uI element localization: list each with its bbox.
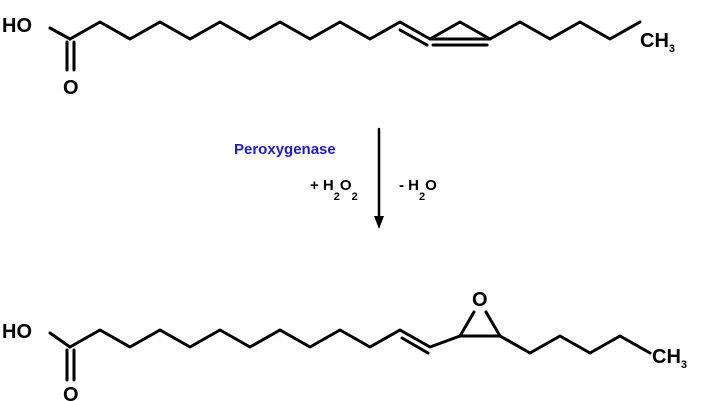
added-reagent-label: + H2O2 [310,177,358,203]
product-chain-b [498,334,652,355]
substrate-chain [68,20,642,41]
product-trans-double-bond [400,336,430,355]
reaction-arrow-head [374,216,384,229]
product-hydroxyl-label: HO [2,321,32,343]
substrate-trans-double-bond [398,28,429,47]
product-methyl-label: CH3 [652,346,687,371]
substrate-methyl-label: CH3 [640,30,675,55]
product-oh-bond [48,331,72,349]
substrate-hydroxyl-label: HO [2,15,32,37]
substrate-carbonyl-oxygen-label: O [63,77,79,99]
epoxide-co-bond-right [484,310,502,338]
reaction-arrow-group: Peroxygenase + H2O2 - H2O [234,127,437,229]
released-reagent-label: - H2O [399,177,437,203]
epoxide-co-bond-left [458,310,476,338]
product-carbonyl-oxygen-label: O [63,384,79,401]
substrate-molecule: HO O CH3 [2,15,675,99]
substrate-oh-bond [48,26,72,41]
enzyme-label: Peroxygenase [234,141,336,158]
epoxide-oxygen-label: O [472,289,488,311]
product-molecule: HO O O CH3 [2,289,687,401]
product-chain-a [68,328,462,349]
